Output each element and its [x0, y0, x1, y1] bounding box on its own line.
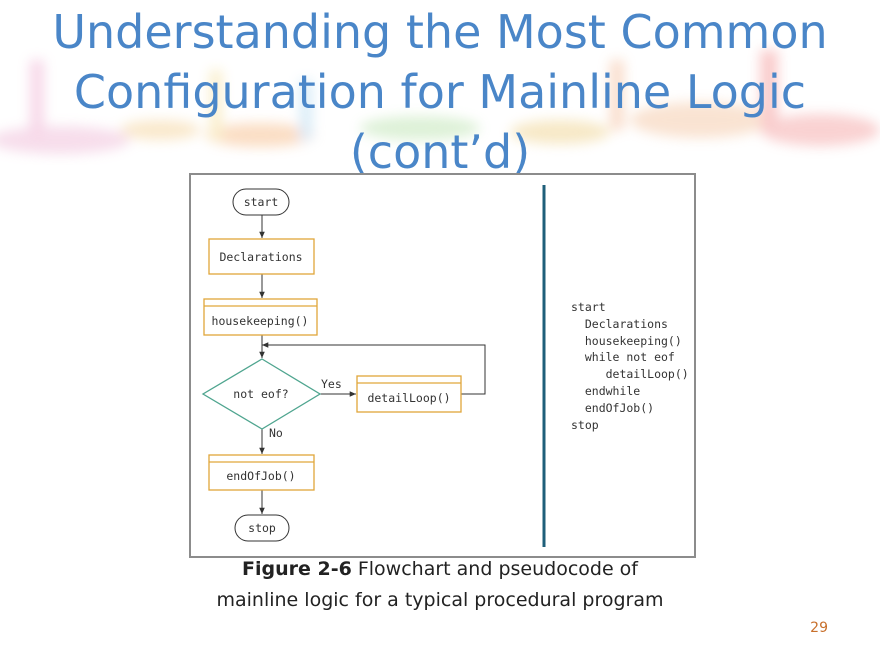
figure-panel: start Declarations housekeeping() not eo…: [189, 173, 696, 558]
figure-caption: Figure 2-6 Flowchart and pseudocode of m…: [140, 554, 740, 616]
background-decoration: [0, 50, 880, 154]
detail-loop-label: detailLoop(): [367, 391, 450, 405]
caption-label: Figure 2-6: [241, 558, 352, 580]
title-line-3: (cont’d): [349, 125, 531, 179]
decision-label: not eof?: [233, 387, 288, 401]
yes-label: Yes: [321, 377, 342, 391]
pseudocode-block: start Declarations housekeeping() while …: [571, 299, 689, 433]
stop-label: stop: [248, 521, 276, 535]
housekeeping-label: housekeeping(): [212, 314, 309, 328]
decision-diamond: [201, 358, 322, 430]
pseudocode-line: while not eof: [571, 350, 675, 365]
pseudocode-line: detailLoop(): [571, 367, 689, 382]
slide-title: Understanding the Most Common Configurat…: [0, 2, 880, 182]
caption-line-2: mainline logic for a typical procedural …: [216, 589, 664, 611]
title-line-2: Configuration for Mainline Logic: [73, 65, 807, 119]
caption-text: Flowchart and pseudocode of: [351, 558, 638, 580]
declarations-box: [208, 238, 315, 275]
pseudocode-line: stop: [571, 417, 599, 432]
page-number: 29: [810, 620, 828, 636]
connector-loop-back: [262, 342, 486, 395]
declarations-label: Declarations: [219, 250, 302, 264]
start-label: start: [244, 195, 279, 209]
title-line-1: Understanding the Most Common: [52, 5, 828, 59]
detail-loop-box: [356, 375, 462, 413]
end-of-job-label: endOfJob(): [226, 469, 295, 483]
pseudocode-line: Declarations: [571, 316, 668, 331]
end-of-job-box: [208, 454, 315, 491]
flowchart-diagram: start Declarations housekeeping() not eo…: [201, 185, 546, 547]
pseudocode-line: housekeeping(): [571, 333, 682, 348]
housekeeping-box: [203, 298, 318, 336]
no-label: No: [269, 426, 283, 440]
stop-terminator: [234, 514, 290, 542]
caption-line-1: Figure 2-6 Flowchart and pseudocode of: [140, 554, 740, 585]
pseudocode-line: start: [571, 300, 606, 314]
pseudocode-line: endOfJob(): [571, 400, 655, 415]
start-terminator: [232, 188, 290, 216]
pseudocode-line: endwhile: [571, 383, 641, 398]
